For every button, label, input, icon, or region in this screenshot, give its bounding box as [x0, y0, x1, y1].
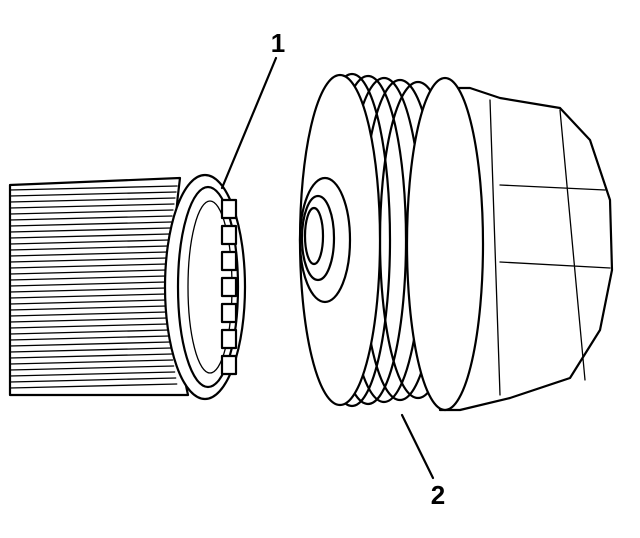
pleat-line	[9, 335, 170, 341]
pleat-line	[9, 233, 171, 239]
callout-label-1: 1	[271, 28, 285, 58]
pleat-line	[9, 329, 170, 335]
pleat-line	[9, 287, 167, 293]
pleat-line	[9, 311, 168, 317]
pleat-line	[9, 245, 169, 251]
pleat-line	[9, 263, 168, 269]
locking-tab	[220, 224, 238, 246]
pleat-line	[9, 323, 169, 329]
pleat-line	[9, 353, 173, 359]
filter-end-cap-inner	[176, 185, 240, 389]
cap-hex-body	[438, 86, 614, 412]
pleat-line	[9, 281, 167, 287]
pleat-line	[9, 227, 171, 233]
pleat-line	[9, 185, 178, 191]
pleat-line	[9, 203, 175, 209]
pleat-line	[9, 305, 168, 311]
filter-pleats	[9, 185, 178, 389]
locking-tab	[220, 250, 238, 272]
pleat-line	[9, 365, 175, 371]
pleat-line	[9, 197, 176, 203]
thread-collar	[405, 76, 485, 412]
filter-locking-tabs	[220, 198, 238, 376]
locking-tab	[220, 328, 238, 350]
leader-line-1	[220, 56, 278, 190]
pleat-line	[9, 209, 174, 215]
pleat-line	[9, 191, 177, 197]
pleat-line	[9, 215, 173, 221]
locking-tab	[220, 354, 238, 376]
locking-tab	[220, 302, 238, 324]
locking-tab	[220, 276, 238, 298]
cap-hex-facet-lines	[489, 99, 611, 396]
pleat-line	[9, 359, 174, 365]
pleat-line	[9, 251, 169, 257]
pleat-line	[9, 347, 172, 353]
pleat-line	[9, 371, 176, 377]
pleat-line	[9, 293, 167, 299]
leader-line-2	[400, 413, 435, 480]
callout-label-2: 2	[431, 480, 445, 510]
pleat-line	[9, 257, 168, 263]
pleat-line	[9, 269, 167, 275]
pleat-line	[9, 317, 168, 323]
filter-element	[8, 173, 247, 401]
pleat-line	[9, 239, 170, 245]
pleat-line	[9, 383, 178, 389]
pleat-line	[9, 299, 167, 305]
locking-tab	[220, 198, 238, 220]
pleat-line	[9, 377, 177, 383]
pleat-line	[9, 341, 171, 347]
pleat-line	[9, 221, 172, 227]
pleat-line	[9, 275, 167, 281]
filter-cap	[298, 72, 614, 412]
cap-spigot-bore	[303, 206, 325, 266]
